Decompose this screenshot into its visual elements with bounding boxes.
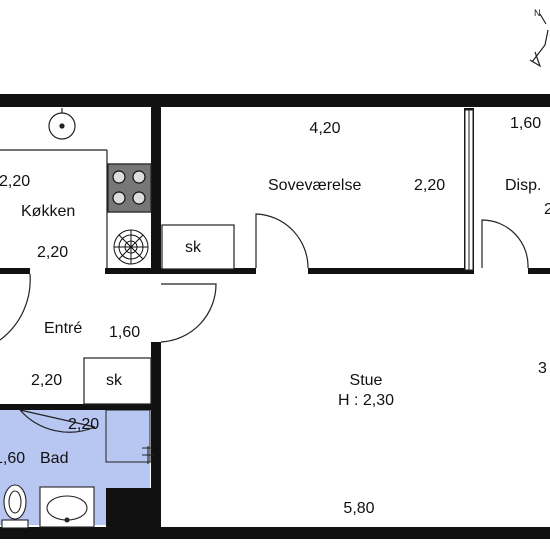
shower-head-icon <box>142 446 154 464</box>
living-name-label: Stue <box>349 372 383 389</box>
storage-name-label: Disp. <box>505 177 542 194</box>
top-wall <box>0 94 550 107</box>
compass-north-label: N <box>534 8 541 18</box>
entrance-closet-label: sk <box>106 372 122 389</box>
bedroom-closet-label: sk <box>185 239 201 256</box>
wall-kitchen-entrance-left <box>0 268 30 274</box>
bath-name-label: Bad <box>40 450 69 467</box>
bath-width-label: 1,60 <box>0 450 26 467</box>
living-height-label: H : 2,30 <box>337 392 395 409</box>
entrance-width-label: 1,60 <box>109 324 141 341</box>
wall-entrance-bath <box>0 404 161 410</box>
bottom-wall <box>0 527 550 539</box>
bath-depth-label: 2,20 <box>68 416 100 433</box>
wall-bedroom-living-left <box>151 268 256 274</box>
wall-kitchen-bedroom <box>151 100 161 272</box>
storage-door <box>481 219 529 269</box>
storage-depth-label: 2 <box>544 201 550 218</box>
bath-fixtures <box>1 446 154 529</box>
living-door <box>160 283 217 343</box>
toilet-tank <box>1 519 29 529</box>
bedroom-closet <box>161 224 235 270</box>
kitchen-name-label: Køkken <box>21 203 76 220</box>
bath-door <box>19 409 96 433</box>
entrance-closet <box>83 357 152 405</box>
doors <box>0 213 529 433</box>
bedroom-depth-label: 2,20 <box>414 177 446 194</box>
walls <box>0 94 550 539</box>
bathroom-shower-step <box>105 409 151 463</box>
bath-wall-bottom <box>106 488 158 528</box>
storage-width-label: 1,60 <box>510 115 542 132</box>
kitchen-counter <box>0 108 152 268</box>
living-width-label: 5,80 <box>343 500 375 517</box>
wall-storage-living <box>528 268 550 274</box>
bedroom-width-label: 4,20 <box>309 120 341 137</box>
entrance-depth-label: 2,20 <box>31 372 63 389</box>
bedroom-name-label: Soveværelse <box>268 177 362 194</box>
entrance-name-label: Entré <box>44 320 83 337</box>
wall-bedroom-living <box>308 268 468 274</box>
washbasin-icon <box>46 495 88 521</box>
kitchen-depth-label: 2,20 <box>0 173 31 190</box>
wall-entrance-living-lower <box>151 342 161 532</box>
living-depth-label: 3 <box>538 360 547 377</box>
kitchen-door <box>0 273 31 341</box>
wall-kitchen-entrance-right <box>105 268 161 274</box>
bedroom-door <box>255 213 309 269</box>
kitchen-width-label: 2,20 <box>37 244 69 261</box>
extractor-fan-icon <box>113 229 149 265</box>
compass-icon <box>529 13 549 68</box>
